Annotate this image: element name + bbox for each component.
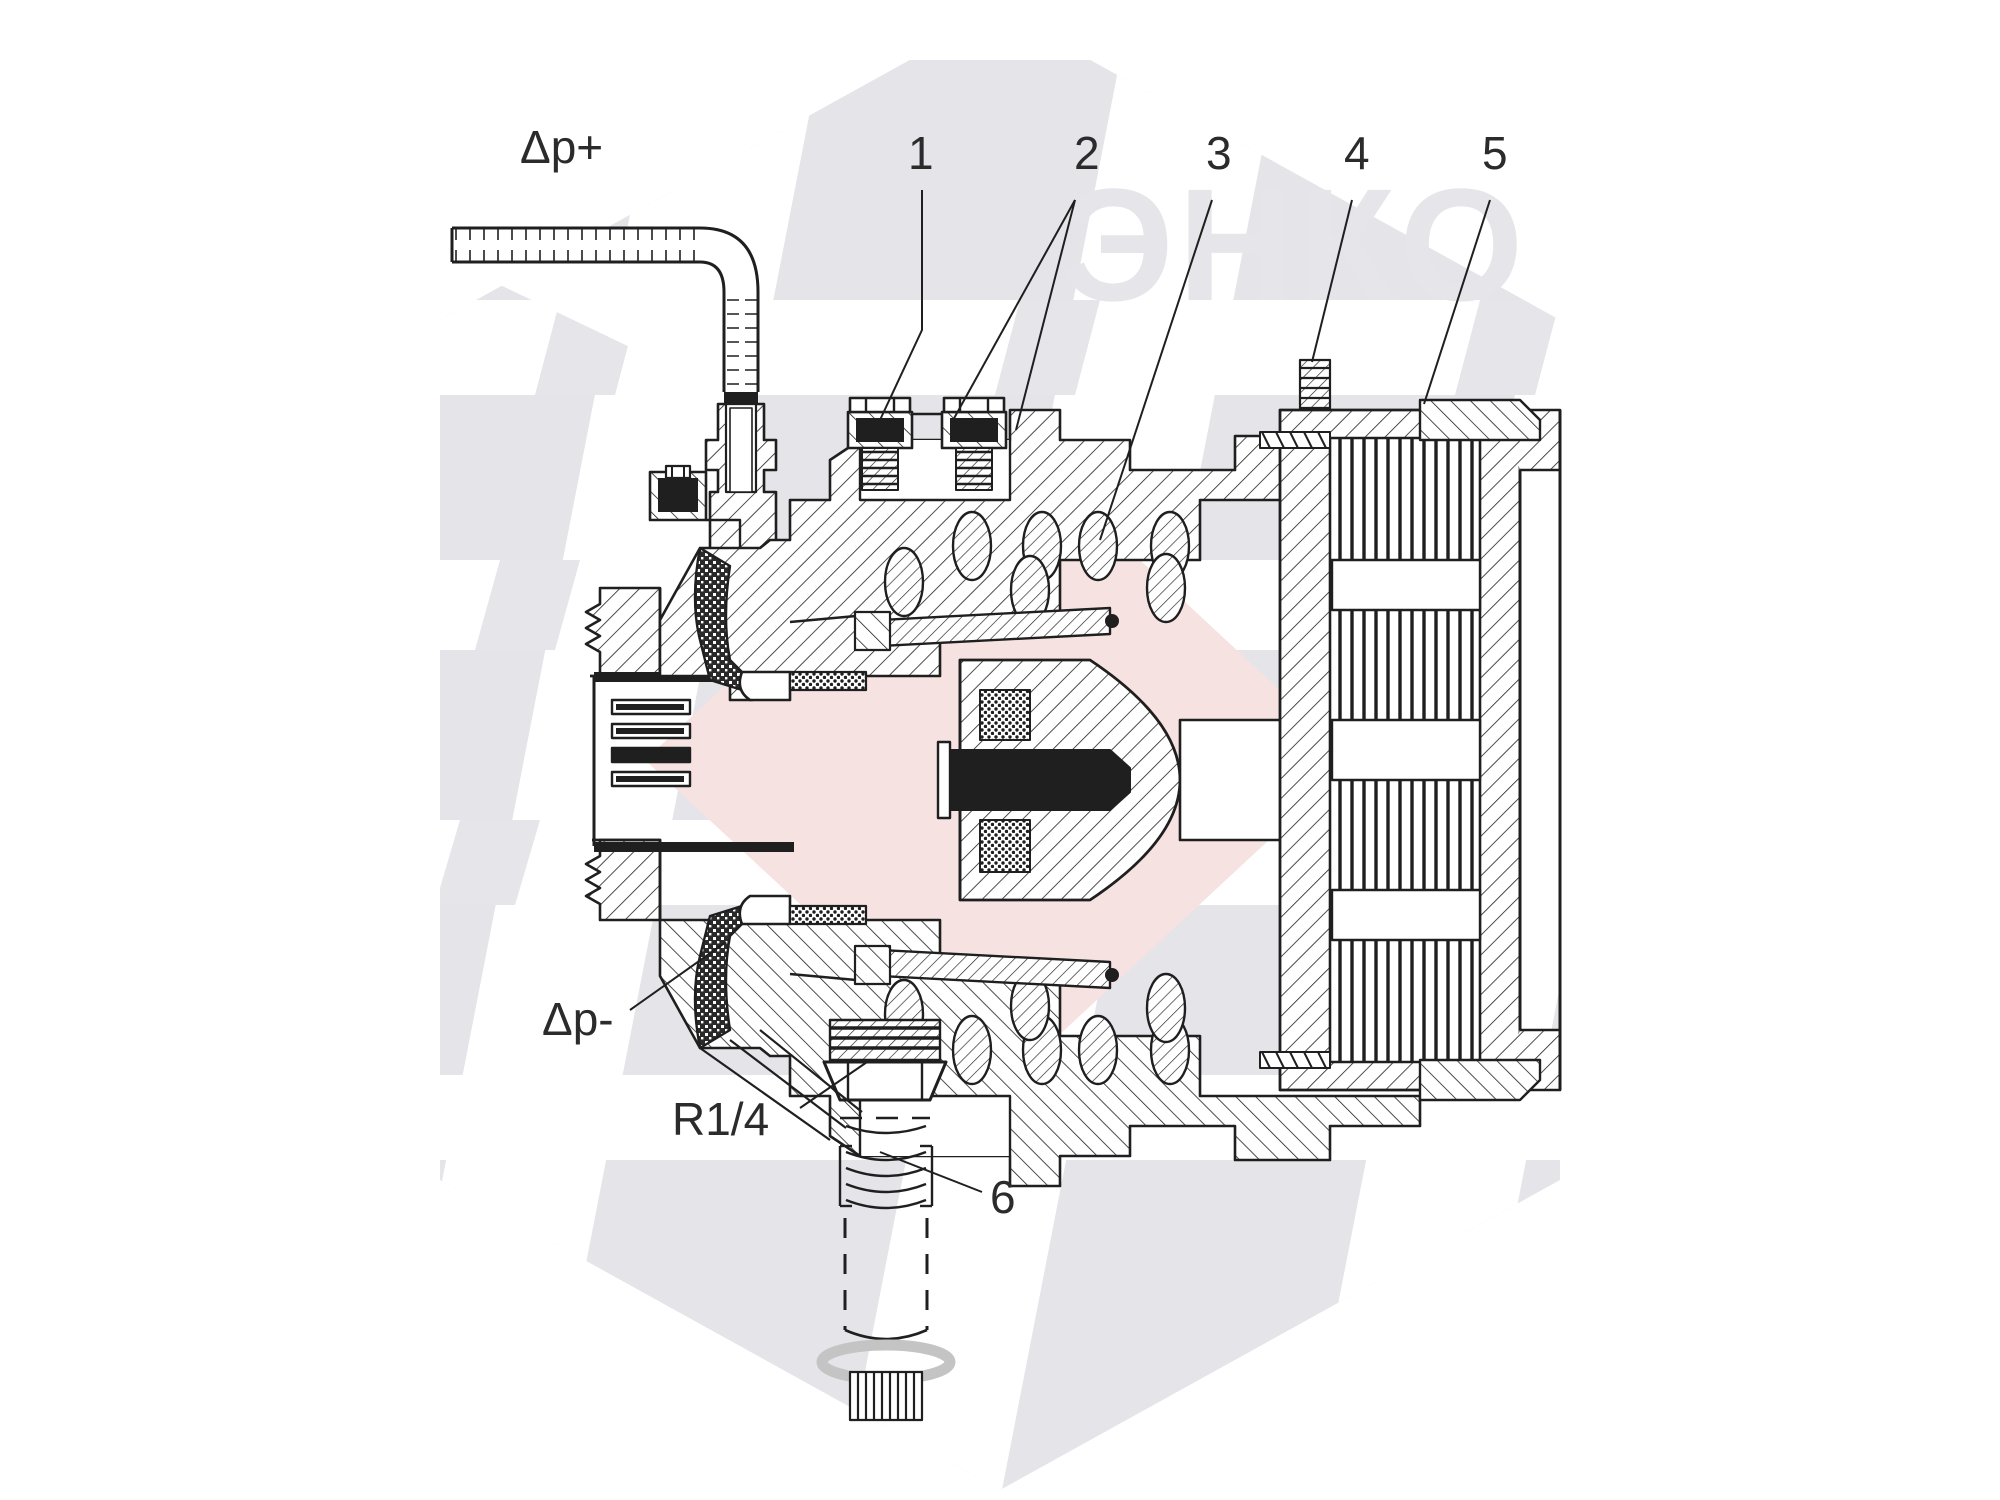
membrane-upper (693, 546, 868, 702)
membrane-lower (693, 894, 868, 1050)
callout-4: 4 (1344, 127, 1370, 179)
watermark-text: ЭНКО (1060, 155, 1527, 334)
leader-lines (629, 190, 1491, 1193)
callout-5: 5 (1482, 127, 1508, 179)
label-thread-spec: R1/4 (672, 1093, 770, 1145)
label-delta-p-minus: Δp- (542, 993, 614, 1045)
bellows-housing (1278, 398, 1562, 1102)
plug-item-6 (816, 1116, 956, 1422)
threaded-collars (1259, 431, 1331, 1069)
callout-1: 1 (908, 127, 934, 179)
body-ribs (699, 1029, 863, 1141)
valve-plug-cone (936, 658, 1182, 902)
label-delta-p-plus: Δp+ (520, 121, 604, 173)
delta-p-plus-capillary (450, 226, 760, 392)
callout-3: 3 (1206, 127, 1232, 179)
callout-6: 6 (990, 1171, 1016, 1223)
diaphragm-plate-lower (789, 944, 1119, 990)
bottom-port-boss (822, 1018, 948, 1102)
strainer-slots (610, 698, 692, 788)
callout-2: 2 (1074, 127, 1100, 179)
cap-screws-top (846, 396, 1008, 491)
diaphragm-plate-upper (789, 606, 1119, 652)
